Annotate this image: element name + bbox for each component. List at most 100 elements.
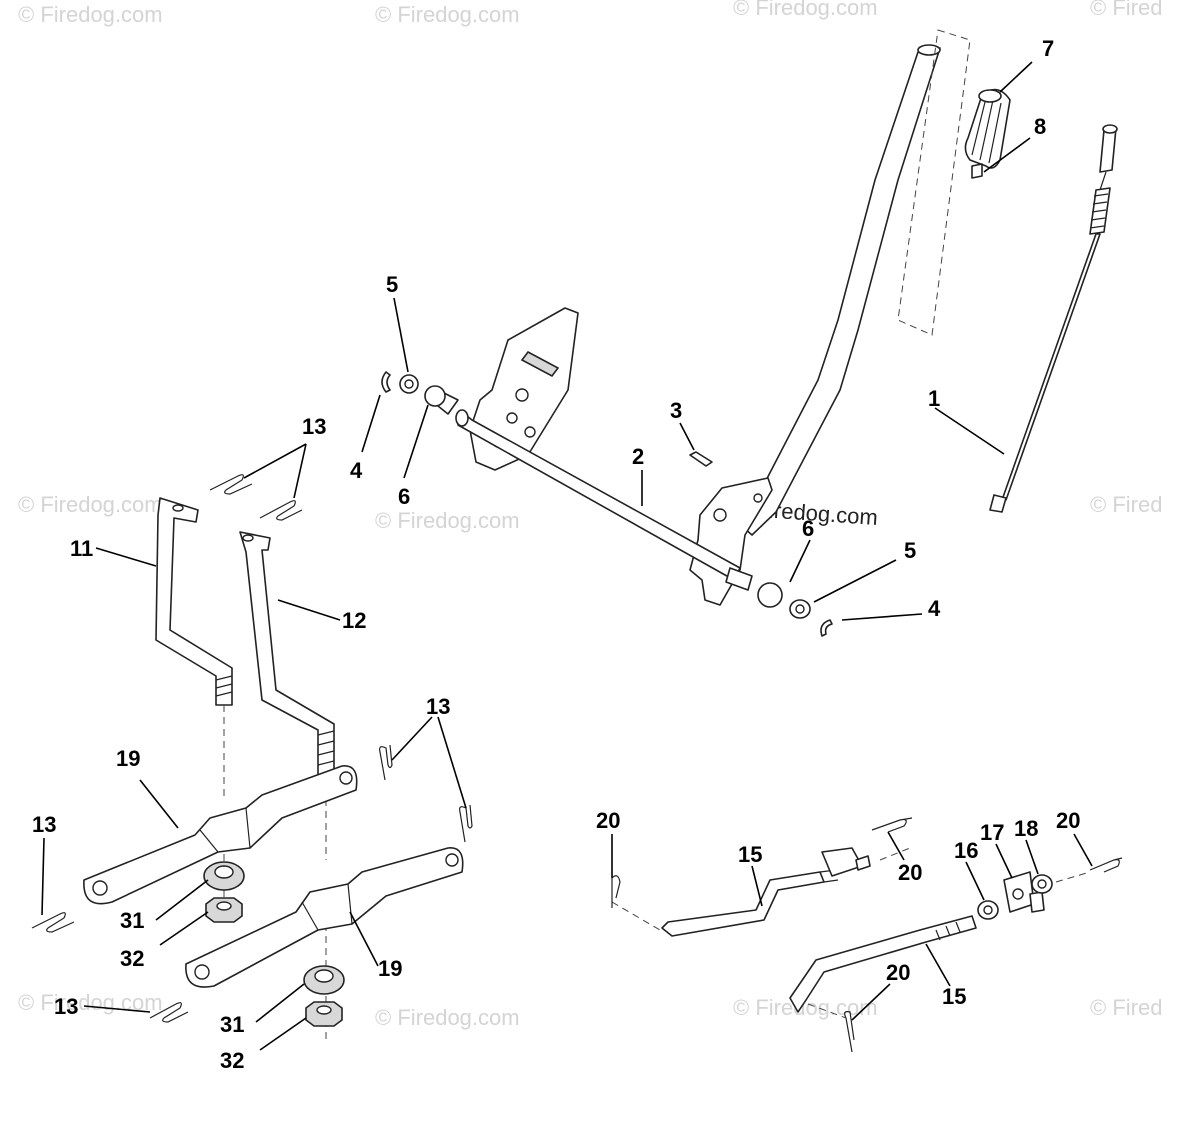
callout-31-lower: 31 (220, 1012, 244, 1037)
callout-15-lower: 15 (942, 984, 966, 1009)
lift-handle-tube (734, 47, 941, 536)
spacer-nut-upper (203, 861, 245, 923)
cable-wire (1001, 233, 1101, 501)
grip-plug (971, 163, 983, 179)
callout-13-bottom: 13 (54, 994, 78, 1019)
cable-top-cap (1102, 124, 1118, 134)
callout-19-lower: 19 (378, 956, 402, 981)
lift-link-12-body (239, 531, 335, 776)
hairpin-13-f (149, 1002, 189, 1023)
callout-7: 7 (1042, 36, 1054, 61)
lift-arm-upper-body (83, 765, 358, 905)
watermark-top-right: © Fired (1090, 0, 1162, 20)
callout-5-left: 5 (386, 272, 398, 297)
hairpin-13-d (459, 804, 473, 843)
lift-cable (989, 124, 1118, 513)
callout-19-upper: 19 (116, 746, 140, 771)
spacer-nut-lower (303, 965, 345, 1027)
lift-handle-assembly (689, 29, 971, 606)
roll-pin (689, 451, 713, 467)
callout-32-lower: 32 (220, 1048, 244, 1073)
hairpin-13-a (209, 474, 253, 495)
callout-4-right: 4 (928, 596, 941, 621)
cable-top-fitting (1099, 127, 1117, 173)
bushing-right (757, 582, 783, 608)
lift-link-11-thread (215, 675, 233, 697)
cotter-pins (611, 817, 1123, 1053)
handle-bracket (689, 477, 773, 606)
lift-rod-lower (789, 915, 977, 1013)
callout-18: 18 (1014, 816, 1038, 841)
callout-3: 3 (670, 398, 682, 423)
lift-rod-lower-body (789, 915, 977, 1013)
cable-end-fitting (989, 494, 1007, 513)
lift-arm-lower-body (185, 847, 464, 988)
lift-link-12-thread (317, 730, 335, 766)
handle-grip (964, 88, 1011, 179)
bracket-hole-1 (713, 508, 727, 522)
e-clip-left (381, 371, 391, 393)
cotter-20-a (611, 875, 621, 908)
callout-6-left: 6 (398, 484, 410, 509)
hairpin-13-b (259, 500, 303, 521)
callout-17: 17 (980, 820, 1004, 845)
hairpin-clips (31, 474, 473, 1023)
callout-13-left: 13 (32, 812, 56, 837)
mounting-plate (469, 307, 579, 471)
lift-arm-lower (185, 847, 464, 988)
lift-rod-upper (661, 847, 871, 937)
shaft-body (457, 411, 741, 581)
align-line-trunnion (1055, 871, 1091, 883)
e-clip-right (820, 619, 833, 637)
callout-11: 11 (70, 536, 93, 561)
cotter-20-b (871, 817, 913, 833)
hairpin-13-c (379, 744, 393, 781)
cotter-20-d (844, 1011, 855, 1053)
plate-slot (520, 350, 560, 378)
right-hardware (757, 582, 833, 637)
lift-arm-upper (83, 765, 358, 905)
cotter-20-c (1089, 857, 1123, 873)
trunnion-assembly (977, 871, 1053, 920)
watermark-top-center-left: © Firedog.com (375, 2, 520, 27)
callout-6-right: 6 (802, 516, 814, 541)
cable-link (1099, 171, 1107, 191)
watermark-top-left: © Firedog.com (18, 2, 163, 27)
watermark-mid-right: © Fired (1090, 492, 1162, 517)
plate-hole-4 (524, 426, 536, 438)
callout-16: 16 (954, 838, 978, 863)
lift-link-11 (155, 497, 233, 706)
watermark-bottom-right: © Fired (1090, 995, 1162, 1020)
leader-lines (41, 61, 1093, 1051)
lift-link-12 (239, 531, 335, 776)
watermark-top-center-right: © Firedog.com (733, 0, 878, 20)
align-line-rod-upper (611, 901, 661, 931)
grip-top (978, 89, 1002, 103)
watermark-bottom-center-left: © Firedog.com (375, 1005, 520, 1030)
callout-20-center: 20 (898, 860, 922, 885)
left-hardware (381, 371, 459, 415)
callout-8: 8 (1034, 114, 1046, 139)
callout-2: 2 (632, 444, 644, 469)
watermark-mid-left: © Firedog.com (18, 492, 163, 517)
phantom-handle (897, 29, 971, 336)
lift-link-11-body (155, 497, 233, 706)
hairpin-13-e (31, 912, 75, 933)
callout-13-right: 13 (426, 694, 450, 719)
handle-tube-end (917, 44, 941, 56)
align-line-ferrule (879, 847, 911, 861)
spring-coils (1089, 193, 1109, 229)
callout-20-right: 20 (1056, 808, 1080, 833)
watermark-mid-center: © Firedog.com (375, 508, 520, 533)
callout-31-upper: 31 (120, 908, 144, 933)
callout-15-upper: 15 (738, 842, 762, 867)
callout-20-bottom: 20 (886, 960, 910, 985)
callout-5-right: 5 (904, 538, 916, 563)
grip-body (964, 88, 1011, 169)
rod-lower-thread (935, 921, 961, 941)
plate-hole-1 (515, 388, 529, 402)
lift-rod-upper-body (661, 871, 825, 937)
callouts: 1 2 3 4 4 5 5 6 6 7 8 11 12 13 13 13 13 … (32, 36, 1080, 1073)
callout-12: 12 (342, 608, 366, 633)
